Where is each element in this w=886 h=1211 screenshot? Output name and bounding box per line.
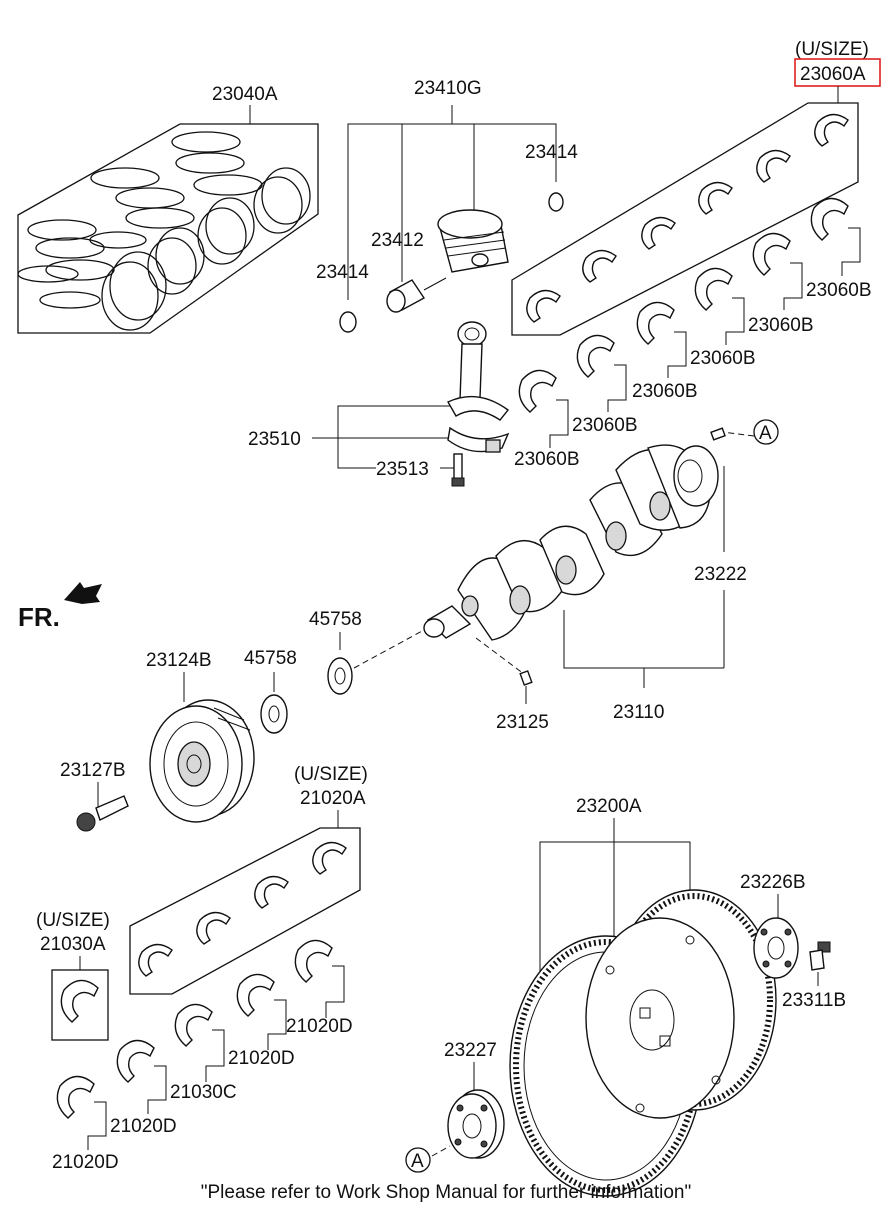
upper-bearing-shells [526,113,849,323]
label-23060B-3: 23060B [690,348,756,369]
label-23510: 23510 [248,429,301,450]
lower-bearing-shells [518,197,849,413]
pulley-bolt-drawing [76,795,129,832]
pulley-group: 23124B 23127B [60,650,255,832]
lower-thrust-shells: 21020D 21020D 21030C 21020D 21020D [52,939,353,1173]
label-45758-top: 45758 [309,609,362,630]
piston-rings-drawing [17,131,311,331]
label-23410G: 23410G [414,78,482,99]
label-45758-bottom: 45758 [244,648,297,669]
label-23060B-4: 23060B [632,381,698,402]
crankshaft-group: A 23222 23110 23125 [423,419,779,733]
label-ref-a-bottom: A [411,1151,424,1172]
label-23060B-2: 23060B [748,315,814,336]
rod-bolt-drawing [451,453,465,487]
label-23414-top: 23414 [525,142,578,163]
drive-plate-drawing [585,889,777,1119]
label-23226B: 23226B [740,872,806,893]
flywheel-group: 23200A [509,796,777,1197]
piston-ring-set-group: 23040A [17,84,319,334]
bearing-leader-lines [549,227,861,448]
label-usize-23060: (U/SIZE) [795,39,869,60]
adapter-plate-group: 23226B 23311B [740,872,846,1011]
adapter-plate [753,917,799,979]
label-23125: 23125 [496,712,549,733]
label-23227: 23227 [444,1040,497,1061]
label-21020D-2: 21020D [228,1048,295,1069]
label-23200A: 23200A [576,796,642,817]
ref-circle-a-bottom [405,1147,431,1173]
washer-lower [260,694,288,734]
piston-assembly-group: 23410G 23414 23412 23414 [316,78,578,333]
piston-drawing [437,209,509,273]
label-21020D-4: 21020D [52,1152,119,1173]
washer-group: 45758 45758 [244,609,425,734]
label-23222: 23222 [694,564,747,585]
label-usize-21030: (U/SIZE) [36,910,110,931]
ref-circle-a-top [753,419,779,445]
footer-note: "Please refer to Work Shop Manual for fu… [201,1182,691,1203]
label-23040A: 23040A [212,84,278,105]
label-21030C: 21030C [170,1082,237,1103]
thrust-shells-upper [138,841,347,977]
thrust-washer-21030A [60,979,99,1023]
connecting-rod-group: 23510 23513 [248,321,510,487]
label-23060B-6: 23060B [514,449,580,470]
label-23060B-1: 23060B [806,280,872,301]
spacer-group: 23227 A [405,1040,505,1173]
dowel-pin [710,427,726,441]
connecting-rod-drawing [447,321,510,453]
washer-upper [327,657,353,695]
label-23513: 23513 [376,459,429,480]
crankshaft-drawing [423,444,719,641]
pulley-drawing [149,699,255,823]
label-ref-a-top: A [759,423,772,444]
label-23127B: 23127B [60,760,126,781]
label-23414-bottom: 23414 [316,262,369,283]
thrust-washer-group: (U/SIZE) 21030A [36,910,110,1041]
label-fr: FR. [18,602,60,632]
label-usize-21020: (U/SIZE) [294,764,368,785]
label-23412: 23412 [371,230,424,251]
label-23110: 23110 [613,702,664,723]
main-bearing-group: (U/SIZE) 23060A 23060 [511,39,881,470]
snap-ring-right [548,192,564,212]
snap-ring-left [339,311,357,333]
label-23311B: 23311B [782,990,846,1011]
bolt-23311B [809,941,831,971]
front-arrow-icon [64,582,102,604]
thrust-bearing-group: (U/SIZE) 21020A [129,764,368,995]
label-21020D-1: 21020D [286,1016,353,1037]
front-direction-indicator: FR. [18,582,102,632]
label-23124B: 23124B [146,650,212,671]
piston-pin-drawing [386,277,447,313]
label-21020D-3: 21020D [110,1116,177,1137]
label-23060B-5: 23060B [572,415,638,436]
key-23125 [519,670,533,686]
label-23060A: 23060A [800,64,866,85]
label-21020A: 21020A [300,788,366,809]
label-21030A: 21030A [40,934,106,955]
